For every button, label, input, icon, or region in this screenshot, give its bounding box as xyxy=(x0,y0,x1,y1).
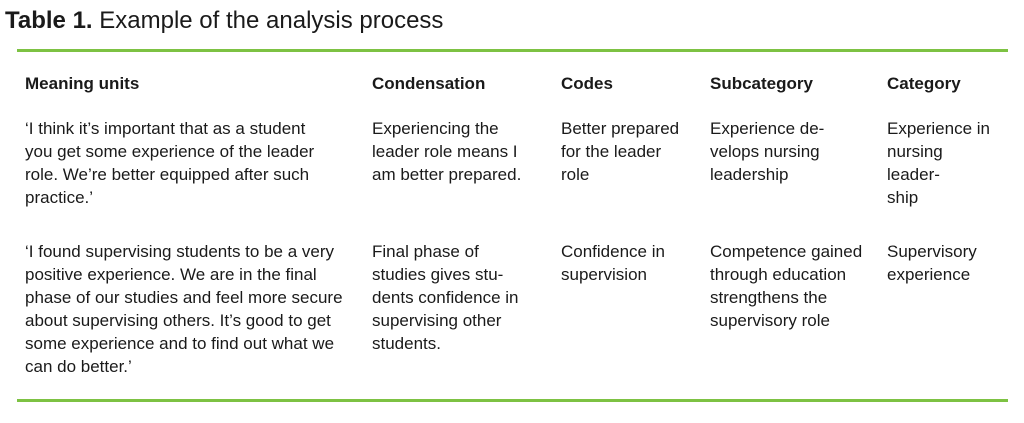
cell-category-row1: Experience in nursing leader- ship xyxy=(887,119,991,207)
table-number: Table 1. xyxy=(5,7,93,34)
cell-category-row2: Supervisory experience xyxy=(887,242,977,284)
cell-meaning-units-row1: ‘I think it’s important that as a studen… xyxy=(25,119,315,207)
table-caption: Table 1. Example of the analysis process xyxy=(5,6,443,36)
column-header-condensation: Condensation xyxy=(372,74,486,93)
column-header-meaning-units: Meaning units xyxy=(25,74,140,93)
column-header-codes: Codes xyxy=(561,74,613,93)
column-header-subcategory: Subcategory xyxy=(710,74,813,93)
analysis-table: Meaning units Condensation Codes Subcate… xyxy=(25,72,1008,378)
bottom-rule xyxy=(17,399,1008,402)
cell-subcategory-row1: Experience de- velops nursing leadership xyxy=(710,119,825,184)
cell-condensation-row2: Final phase of studies gives stu- dents … xyxy=(372,242,519,353)
table-caption-text: Example of the analysis process xyxy=(92,7,444,34)
top-rule xyxy=(17,49,1008,52)
cell-subcategory-row2: Competence gained through education stre… xyxy=(710,242,863,330)
cell-codes-row1: Better prepared for the leader role xyxy=(561,119,680,184)
cell-meaning-units-row2: ‘I found supervising students to be a ve… xyxy=(25,242,343,376)
cell-codes-row2: Confidence in supervision xyxy=(561,242,665,284)
column-header-category: Category xyxy=(887,74,961,93)
cell-condensation-row1: Experiencing the leader role means I am … xyxy=(372,119,522,184)
